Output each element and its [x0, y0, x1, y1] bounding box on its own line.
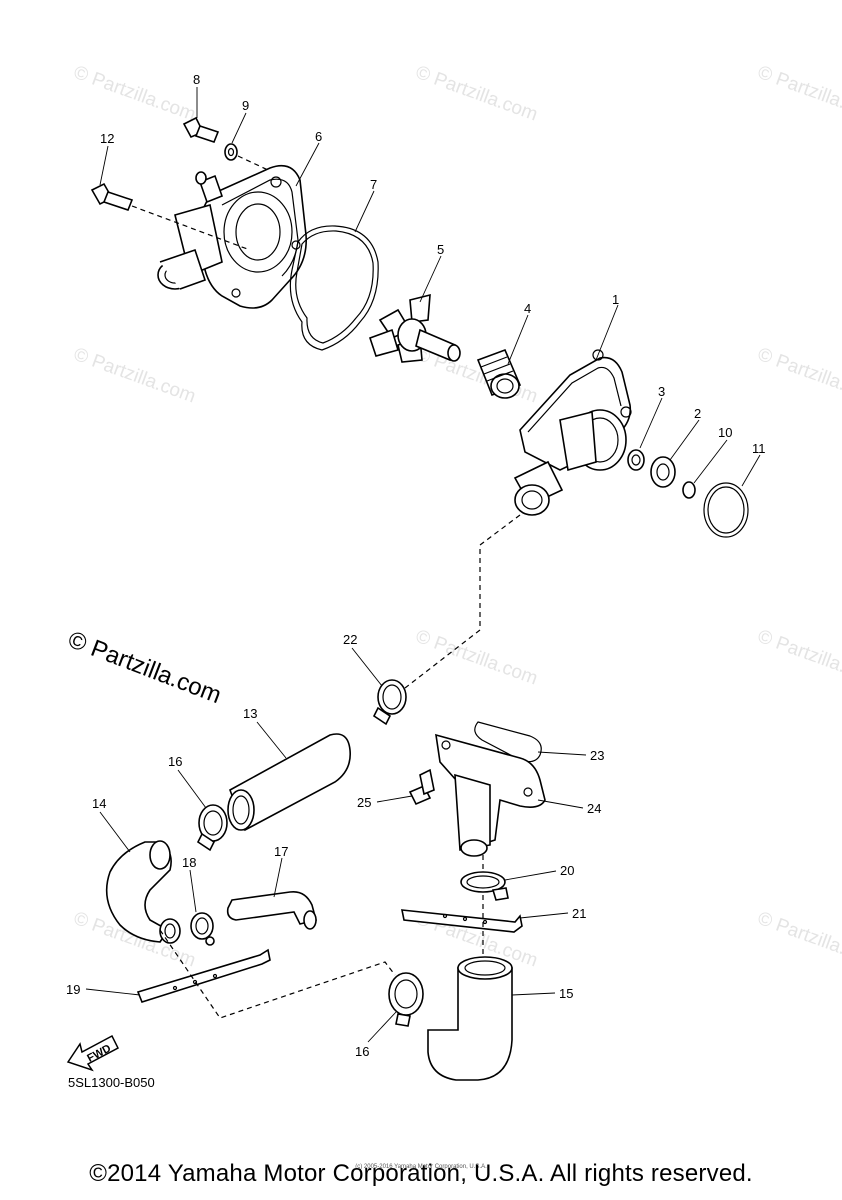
callout-25: 25 [357, 795, 371, 810]
hose-clamp-bottom [388, 972, 424, 1027]
callout-18: 18 [182, 855, 196, 870]
callout-3: 3 [658, 384, 665, 399]
bracket-lower-left [136, 948, 271, 1003]
small-hose [226, 890, 317, 930]
callout-17: 17 [274, 844, 288, 859]
fwd-arrow-icon: FWD [66, 1034, 119, 1072]
gasket [289, 225, 379, 351]
fwd-label: FWD [85, 1042, 113, 1064]
screw [408, 768, 435, 806]
callout-8: 8 [193, 72, 200, 87]
washer [224, 143, 269, 171]
mechanical-seal [476, 348, 522, 399]
oil-seal [627, 449, 645, 471]
callout-22: 22 [343, 632, 357, 647]
callout-9: 9 [242, 98, 249, 113]
callouts: 1 2 3 4 5 6 7 8 9 10 11 12 13 14 15 16 1… [66, 72, 766, 1059]
callout-14: 14 [92, 796, 106, 811]
elbow-hose [105, 840, 181, 944]
assembly-line [159, 929, 396, 1019]
lower-elbow-hose [427, 956, 513, 1081]
callout-12: 12 [100, 131, 114, 146]
callout-19: 19 [66, 982, 80, 997]
callout-16-upper: 16 [168, 754, 182, 769]
callout-21: 21 [572, 906, 586, 921]
callout-1: 1 [612, 292, 619, 307]
thermostat-housing [435, 733, 546, 857]
small-clamp [190, 912, 215, 946]
callout-2: 2 [694, 406, 701, 421]
hose-clamp-left [196, 804, 228, 852]
callout-20: 20 [560, 863, 574, 878]
drawing-code: 5SL1300-B050 [68, 1075, 155, 1090]
bracket-right [401, 909, 523, 933]
pump-cover [157, 164, 307, 309]
callout-4: 4 [524, 301, 531, 316]
callout-15: 15 [559, 986, 573, 1001]
leader-lines [85, 87, 761, 1043]
callout-11: 11 [752, 441, 766, 456]
callout-24: 24 [587, 801, 601, 816]
copyright-footer: ©2014 Yamaha Motor Corporation, U.S.A. A… [89, 1160, 753, 1187]
bolt-short [182, 116, 220, 143]
impeller [368, 293, 461, 363]
callout-6: 6 [315, 129, 322, 144]
callout-10: 10 [718, 425, 732, 440]
circlip [682, 481, 696, 499]
bearing [650, 456, 676, 488]
small-copyright: (c) 2005-2016 Yamaha Motor Corporation, … [355, 1164, 487, 1170]
callout-23: 23 [590, 748, 604, 763]
callout-5: 5 [437, 242, 444, 257]
callout-7: 7 [370, 177, 377, 192]
thermostat-gasket [474, 721, 542, 763]
callout-13: 13 [243, 706, 257, 721]
bolt-long [90, 182, 251, 251]
hose-clamp-upper [372, 679, 407, 726]
assembly-line [404, 514, 521, 689]
hose-upper [227, 733, 352, 832]
pump-housing [513, 349, 632, 516]
o-ring [703, 482, 749, 538]
callout-16-lower: 16 [355, 1044, 369, 1059]
hose-clamp-right [460, 871, 509, 901]
